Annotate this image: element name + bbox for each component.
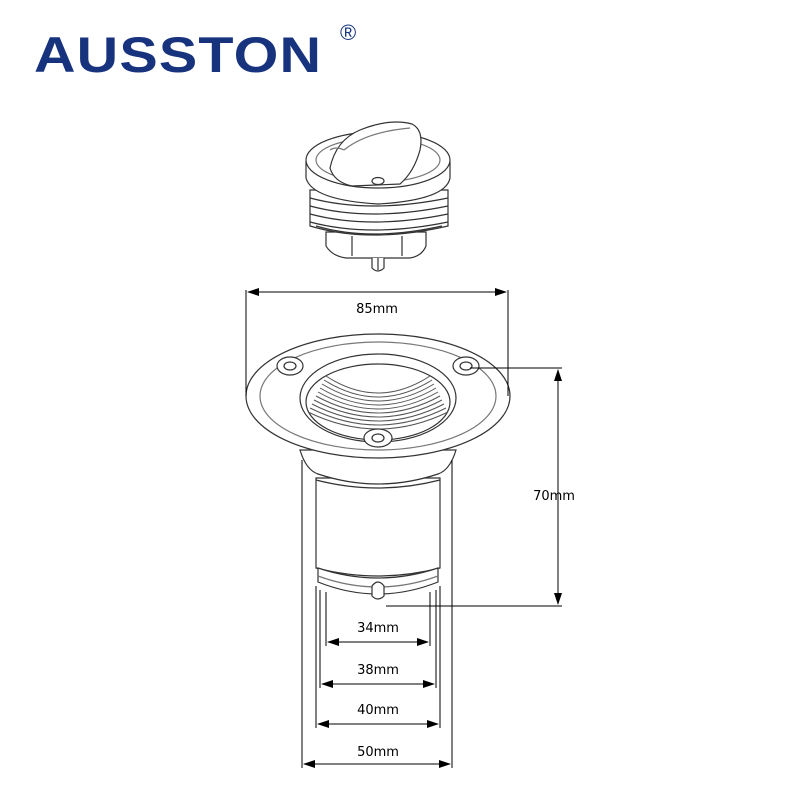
dim-label-85: 85mm (356, 302, 398, 317)
dim-label-40: 40mm (357, 703, 399, 718)
cap-drawing (305, 121, 451, 272)
dim-label-34: 34mm (357, 621, 399, 636)
fitting-drawing (245, 333, 511, 600)
brand-logo: AUSSTON (34, 27, 323, 83)
dim-label-70: 70mm (533, 489, 575, 504)
dimension-lines (245, 288, 562, 768)
dim-label-38: 38mm (357, 663, 399, 678)
dim-label-50: 50mm (357, 745, 399, 760)
registered-mark: ® (340, 20, 357, 45)
